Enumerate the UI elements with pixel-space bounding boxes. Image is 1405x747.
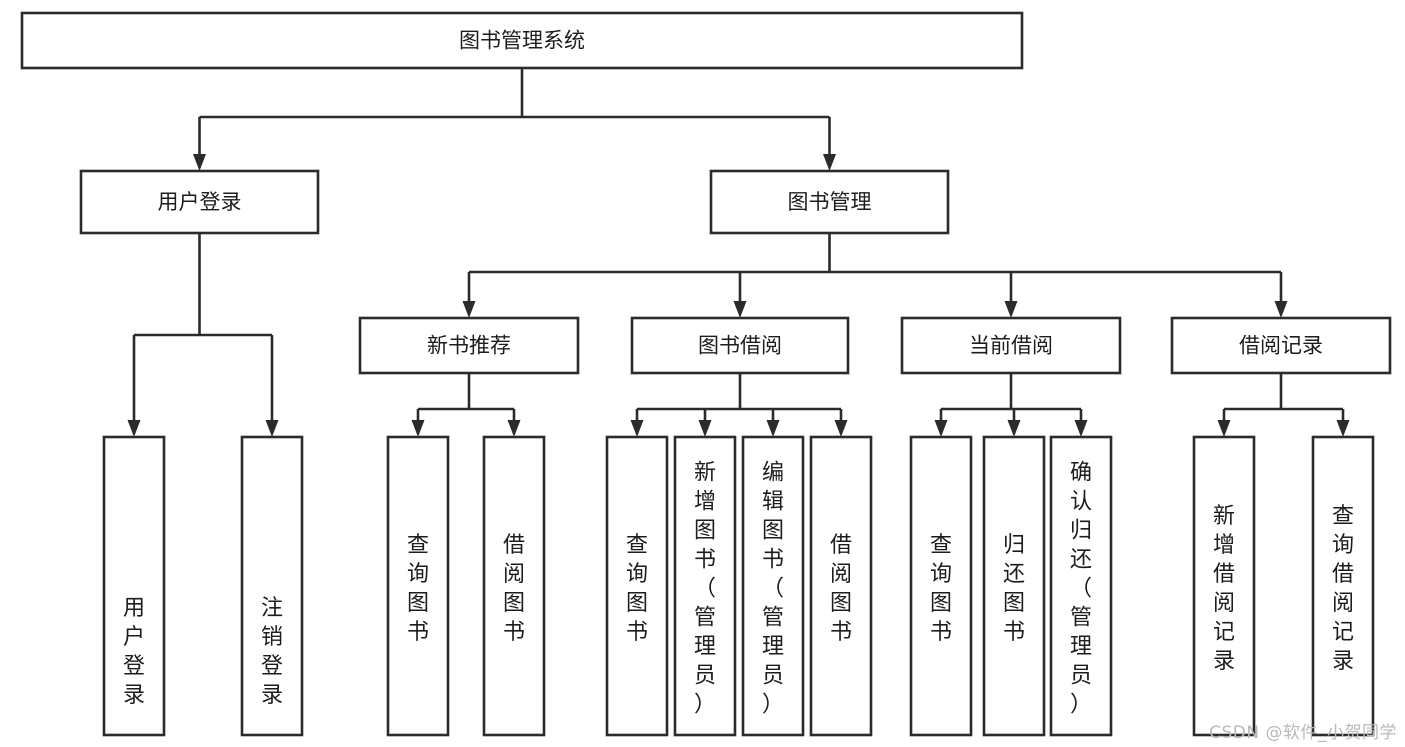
node-label: 图书管理系统 — [459, 29, 585, 53]
node-label: 确认归还（管理员） — [1070, 460, 1092, 717]
node-box-leaf[interactable] — [909, 435, 973, 737]
node-label: 归还图书 — [1003, 533, 1025, 645]
node-leaf-borrow-book-bb[interactable]: 借阅图书 — [809, 435, 873, 737]
node-box-level3[interactable] — [1170, 316, 1392, 375]
arrow-head-icon — [507, 420, 521, 437]
node-label: 编辑图书（管理员） — [762, 460, 784, 717]
arrow-head-icon — [834, 420, 848, 437]
node-leaf-add-book-admin[interactable]: 新增图书（管理员） — [673, 435, 737, 737]
node-box-leaf[interactable] — [741, 435, 805, 737]
node-label: 借阅图书 — [503, 533, 525, 645]
node-box-root[interactable] — [20, 11, 1024, 70]
node-box-leaf[interactable] — [482, 435, 546, 737]
watermark-label: CSDN @软件_小贺同学 — [1209, 723, 1397, 743]
node-label: 借阅记录 — [1239, 334, 1323, 358]
arrow-head-icon — [1217, 420, 1231, 437]
node-label: 注销登录 — [261, 596, 283, 708]
node-box-leaf[interactable] — [809, 435, 873, 737]
arrow-head-icon — [698, 420, 712, 437]
node-leaf-edit-book-admin[interactable]: 编辑图书（管理员） — [741, 435, 805, 737]
node-box-level2[interactable] — [79, 169, 320, 235]
node-leaf-return-book[interactable]: 归还图书 — [982, 435, 1046, 737]
node-book-manage[interactable]: 图书管理 — [709, 169, 950, 235]
node-leaf-borrow-book-nb[interactable]: 借阅图书 — [482, 435, 546, 737]
node-box-leaf[interactable] — [240, 435, 304, 737]
node-box-leaf[interactable] — [982, 435, 1046, 737]
node-leaf-logout[interactable]: 注销登录 — [240, 435, 304, 737]
arrow-head-icon — [265, 420, 279, 437]
node-label: 当前借阅 — [969, 334, 1053, 358]
node-user-login[interactable]: 用户登录 — [79, 169, 320, 235]
node-box-leaf[interactable] — [1311, 435, 1375, 737]
arrow-head-icon — [733, 301, 747, 318]
arrow-head-icon — [766, 420, 780, 437]
node-box-level3[interactable] — [358, 316, 580, 375]
node-box-level3[interactable] — [900, 316, 1122, 375]
node-label: 用户登录 — [123, 596, 145, 708]
arrow-head-icon — [630, 420, 644, 437]
connector-group — [630, 373, 848, 437]
node-box-level3[interactable] — [630, 316, 850, 375]
node-new-book-recommend[interactable]: 新书推荐 — [358, 316, 580, 375]
arrow-head-icon — [462, 301, 476, 318]
arrow-head-icon — [193, 154, 206, 171]
arrow-head-icon — [127, 420, 141, 437]
node-label: 图书借阅 — [698, 334, 782, 358]
arrow-head-icon — [1004, 301, 1018, 318]
node-leaf-query-book-nb[interactable]: 查询图书 — [386, 435, 450, 737]
node-leaf-query-book-bb[interactable]: 查询图书 — [605, 435, 669, 737]
node-box-level2[interactable] — [709, 169, 950, 235]
arrow-head-icon — [1007, 420, 1021, 437]
node-box-leaf[interactable] — [386, 435, 450, 737]
node-leaf-query-borrow-record[interactable]: 查询借阅记录 — [1311, 435, 1375, 737]
arrow-head-icon — [1274, 301, 1288, 318]
node-box-leaf[interactable] — [605, 435, 669, 737]
node-label: 查询借阅记录 — [1332, 504, 1354, 674]
node-current-borrow[interactable]: 当前借阅 — [900, 316, 1122, 375]
arrow-head-icon — [934, 420, 948, 437]
connector-group — [127, 233, 279, 437]
node-label: 查询图书 — [407, 533, 429, 645]
node-root[interactable]: 图书管理系统 — [20, 11, 1024, 70]
node-borrow-record[interactable]: 借阅记录 — [1170, 316, 1392, 375]
connector-group — [1217, 373, 1350, 437]
node-box-leaf[interactable] — [1192, 435, 1256, 737]
node-label: 用户登录 — [158, 190, 242, 214]
arrow-head-icon — [411, 420, 425, 437]
connector-group — [462, 233, 1288, 318]
arrow-head-icon — [823, 154, 836, 171]
connector-layer — [127, 68, 1350, 437]
node-label: 新增图书（管理员） — [694, 460, 716, 717]
node-book-borrow[interactable]: 图书借阅 — [630, 316, 850, 375]
node-leaf-user-login[interactable]: 用户登录 — [102, 435, 166, 737]
node-label: 图书管理 — [788, 190, 872, 214]
node-leaf-query-book-cb[interactable]: 查询图书 — [909, 435, 973, 737]
node-label: 新增借阅记录 — [1213, 504, 1235, 674]
arrow-head-icon — [1074, 420, 1088, 437]
node-leaf-add-borrow-record[interactable]: 新增借阅记录 — [1192, 435, 1256, 737]
node-label: 查询图书 — [930, 533, 952, 645]
connector-group — [934, 373, 1088, 437]
arrow-head-icon — [1336, 420, 1350, 437]
connector-group — [193, 68, 836, 171]
node-label: 借阅图书 — [830, 533, 852, 645]
node-label: 新书推荐 — [427, 334, 511, 358]
node-leaf-confirm-return-admin[interactable]: 确认归还（管理员） — [1049, 435, 1113, 737]
node-label: 查询图书 — [626, 533, 648, 645]
node-box-leaf[interactable] — [102, 435, 166, 737]
node-box-leaf[interactable] — [673, 435, 737, 737]
node-box-leaf[interactable] — [1049, 435, 1113, 737]
connector-group — [411, 373, 521, 437]
